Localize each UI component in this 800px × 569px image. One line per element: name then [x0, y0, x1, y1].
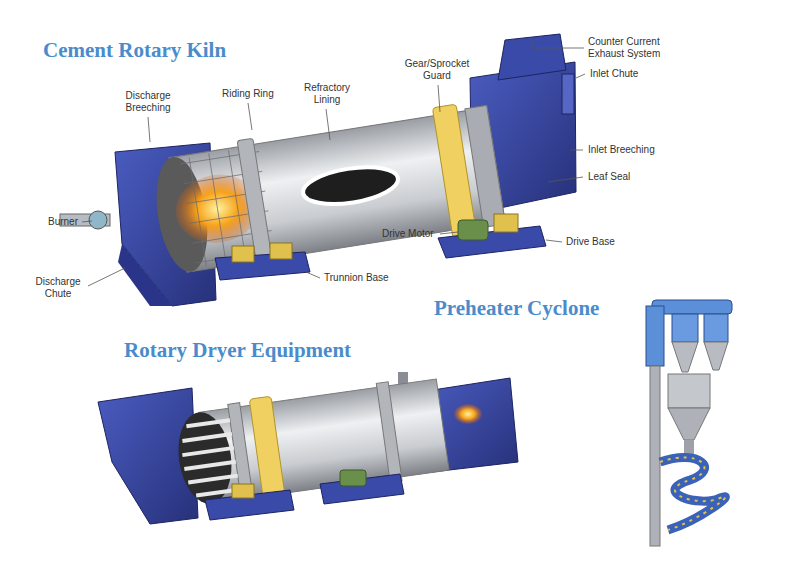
leader-line — [546, 240, 562, 242]
leaf-seal — [465, 105, 506, 227]
calciner-coil — [660, 457, 725, 530]
leader-line — [326, 109, 330, 140]
part-label: Counter Current Exhaust System — [588, 36, 672, 60]
gearbox — [494, 214, 518, 232]
drive-base — [438, 226, 546, 258]
leader-line — [82, 221, 92, 222]
drive-motor — [458, 220, 488, 240]
part-label: Leaf Seal — [588, 171, 630, 183]
leader-line — [248, 103, 252, 130]
dryer-body — [199, 379, 449, 504]
trunnion-base — [215, 252, 310, 280]
preheater-tower — [646, 300, 732, 546]
cyclone-cone — [672, 342, 698, 372]
leader-line — [148, 117, 150, 142]
dryer-ring — [228, 403, 254, 504]
calciner-coil-detail — [660, 457, 725, 530]
dryer-flame — [454, 404, 482, 424]
dryer-gear — [249, 396, 285, 502]
leader-line — [570, 150, 583, 151]
leader-line — [440, 232, 458, 234]
leader-line — [548, 177, 583, 182]
cyclone-stage — [672, 314, 698, 342]
part-label: Inlet Breeching — [588, 144, 655, 156]
leader-lines — [82, 40, 585, 286]
leader-line — [576, 74, 585, 78]
part-label: Drive Base — [566, 236, 615, 248]
trunnion-roller — [270, 243, 292, 259]
dryer-motor — [340, 470, 366, 486]
dryer-roller — [232, 484, 254, 498]
dryer-shell — [198, 373, 450, 509]
cyclone-cone — [668, 408, 710, 440]
trunnion-roller — [232, 246, 254, 262]
discharge-chute — [118, 244, 172, 306]
cyclone-riser — [646, 306, 664, 366]
dryer-lifters — [173, 408, 241, 507]
part-label: Burner — [48, 216, 78, 228]
riser-duct — [650, 366, 660, 546]
part-label: Riding Ring — [222, 88, 274, 100]
part-label: Drive Motor — [382, 228, 434, 240]
leader-line — [532, 40, 584, 48]
lifter-flights — [178, 420, 239, 497]
leader-line — [88, 268, 125, 286]
dryer-ring — [376, 382, 402, 483]
part-label: Refractory Lining — [296, 82, 358, 106]
part-label: Inlet Chute — [590, 68, 638, 80]
cyclone-stage — [704, 314, 728, 342]
part-label: Trunnion Base — [324, 272, 389, 284]
cyclone-stage — [668, 374, 710, 408]
inlet-chute — [562, 74, 574, 114]
section-heading: Rotary Dryer Equipment — [124, 338, 351, 362]
burner-head — [89, 211, 107, 229]
cyclone-cone — [704, 342, 728, 370]
part-label: Gear/Sprocket Guard — [400, 58, 474, 82]
section-heading: Cement Rotary Kiln — [43, 38, 226, 62]
part-label: Discharge Breeching — [116, 90, 180, 114]
leader-line — [306, 272, 320, 278]
section-heading: Preheater Cyclone — [434, 296, 599, 320]
refractory-opening — [300, 161, 400, 210]
part-label: Discharge Chute — [30, 276, 86, 300]
leader-line — [438, 85, 440, 112]
